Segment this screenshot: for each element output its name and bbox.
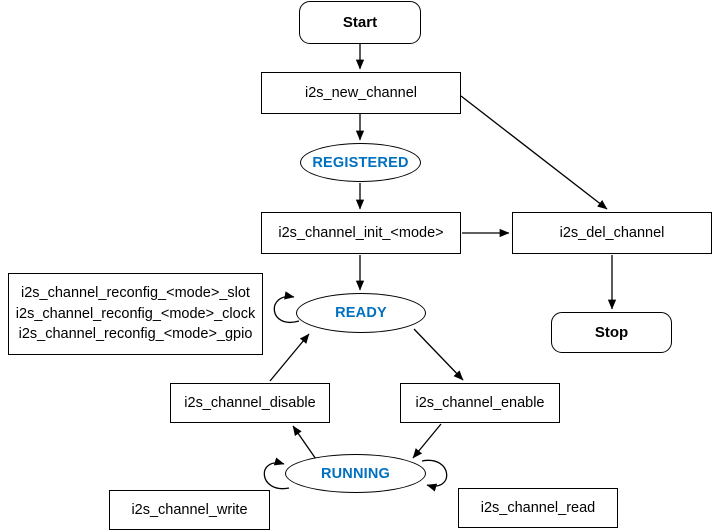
node-stop-label: Stop bbox=[594, 324, 629, 341]
edge-new-channel-to-del-channel bbox=[460, 95, 608, 210]
node-state-ready-label: READY bbox=[335, 305, 387, 321]
node-i2s-channel-write-label: i2s_channel_write bbox=[131, 501, 248, 518]
node-state-ready[interactable]: READY bbox=[296, 293, 426, 333]
node-start-label: Start bbox=[342, 14, 378, 31]
node-i2s-channel-init-label: i2s_channel_init_<mode> bbox=[278, 224, 444, 241]
node-i2s-channel-enable[interactable]: i2s_channel_enable bbox=[400, 383, 560, 423]
node-state-running[interactable]: RUNNING bbox=[285, 454, 426, 493]
node-state-running-label: RUNNING bbox=[320, 465, 391, 482]
node-i2s-channel-reconfig[interactable]: i2s_channel_reconfig_<mode>_slot i2s_cha… bbox=[8, 273, 263, 355]
node-state-registered-label: REGISTERED bbox=[312, 154, 409, 171]
node-i2s-channel-disable[interactable]: i2s_channel_disable bbox=[170, 383, 330, 423]
node-i2s-new-channel[interactable]: i2s_new_channel bbox=[261, 72, 461, 114]
edge-enable-to-running bbox=[412, 423, 442, 459]
edge-disable-to-ready bbox=[269, 333, 310, 382]
node-i2s-channel-read-label: i2s_channel_read bbox=[480, 499, 596, 516]
node-i2s-channel-reconfig-label: i2s_channel_reconfig_<mode>_slot i2s_cha… bbox=[15, 285, 256, 343]
node-i2s-channel-write[interactable]: i2s_channel_write bbox=[109, 490, 270, 530]
node-state-registered[interactable]: REGISTERED bbox=[300, 143, 421, 182]
node-i2s-del-channel[interactable]: i2s_del_channel bbox=[512, 212, 712, 254]
node-i2s-channel-init[interactable]: i2s_channel_init_<mode> bbox=[261, 212, 461, 254]
node-i2s-channel-read[interactable]: i2s_channel_read bbox=[458, 488, 618, 528]
node-start[interactable]: Start bbox=[299, 1, 421, 44]
edge-running-self-loop-left bbox=[263, 457, 290, 490]
edge-running-to-disable bbox=[292, 425, 319, 463]
edge-ready-to-enable bbox=[413, 328, 464, 381]
node-stop[interactable]: Stop bbox=[551, 312, 672, 353]
node-i2s-del-channel-label: i2s_del_channel bbox=[559, 224, 665, 241]
edge-running-self-loop-right bbox=[421, 459, 448, 492]
node-i2s-channel-disable-label: i2s_channel_disable bbox=[184, 394, 316, 411]
node-i2s-channel-enable-label: i2s_channel_enable bbox=[415, 394, 545, 411]
node-i2s-new-channel-label: i2s_new_channel bbox=[304, 84, 418, 101]
edge-ready-self-loop bbox=[273, 291, 300, 324]
